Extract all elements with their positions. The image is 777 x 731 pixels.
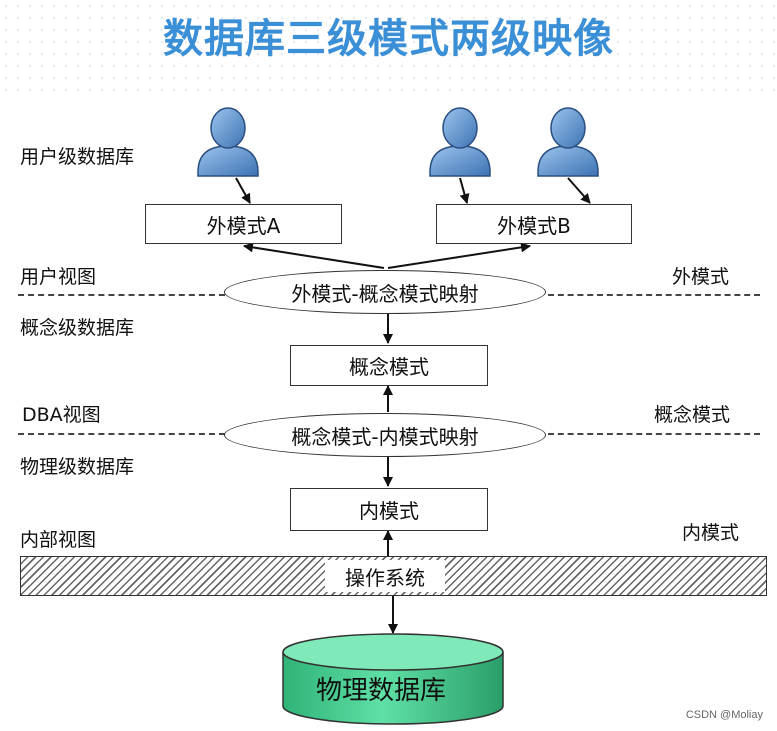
user-icon	[197, 107, 259, 177]
page-title: 数据库三级模式两级映像	[163, 16, 614, 62]
label-conceptual-schema: 概念模式	[654, 404, 731, 426]
separator-line	[548, 433, 760, 435]
external-schema-a-box: 外模式A	[145, 204, 342, 244]
label-concept-level-db: 概念级数据库	[20, 317, 135, 339]
user-icon	[537, 107, 599, 177]
label-external-schema: 外模式	[672, 266, 730, 288]
label-internal-schema: 内模式	[682, 522, 740, 544]
operating-system-label: 操作系统	[325, 560, 445, 592]
watermark: CSDN @Moliay	[685, 709, 763, 721]
label-dba-view: DBA视图	[22, 404, 101, 426]
conceptual-internal-mapping: 概念模式-内模式映射	[224, 413, 546, 457]
separator-line	[548, 294, 760, 296]
internal-schema-box: 内模式	[290, 488, 488, 531]
user-icon	[429, 107, 491, 177]
physical-database-label: 物理数据库	[316, 676, 447, 706]
title-background-pattern	[0, 0, 777, 95]
separator-line	[18, 294, 225, 296]
database-cylinder-icon	[282, 633, 504, 725]
label-internal-view: 内部视图	[20, 529, 97, 551]
label-user-view: 用户视图	[20, 266, 97, 288]
conceptual-schema-box: 概念模式	[290, 345, 488, 386]
separator-line	[18, 433, 225, 435]
external-conceptual-mapping: 外模式-概念模式映射	[224, 270, 546, 314]
external-schema-b-box: 外模式B	[436, 204, 632, 244]
label-user-level-db: 用户级数据库	[20, 146, 135, 168]
label-physical-level-db: 物理级数据库	[20, 456, 135, 478]
